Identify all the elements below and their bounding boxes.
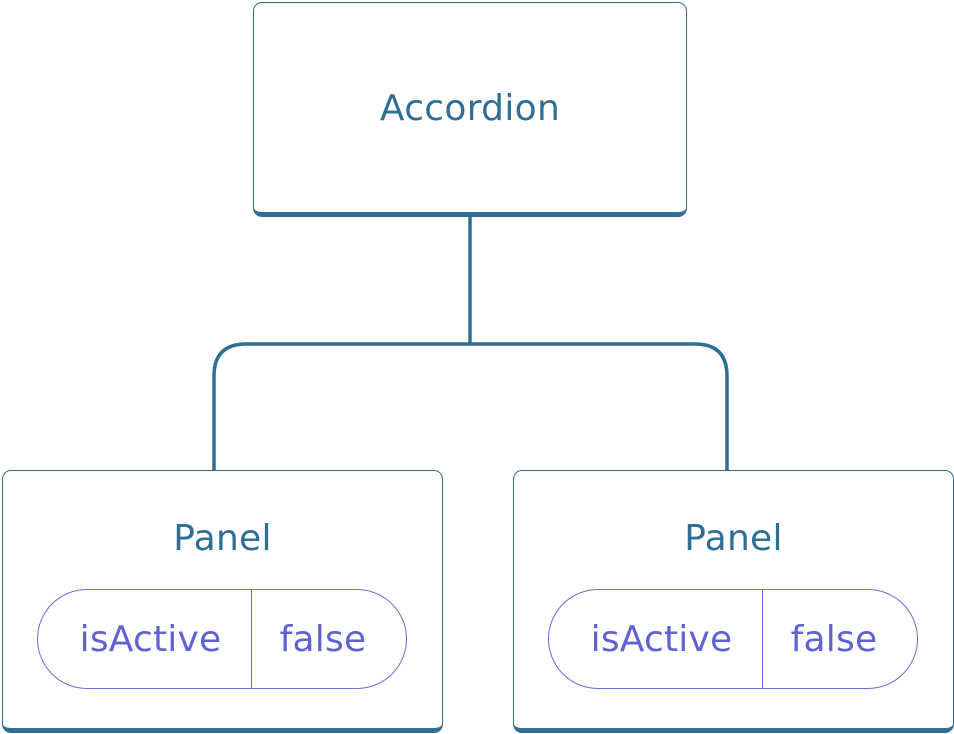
state-key: isActive	[549, 590, 763, 688]
panel-node-left: Panel isActive false	[2, 470, 443, 733]
state-pill: isActive false	[37, 589, 407, 689]
panel-node-label: Panel	[173, 518, 272, 559]
state-key: isActive	[38, 590, 252, 688]
state-value: false	[279, 618, 367, 660]
branch-connector-line	[212, 342, 729, 470]
panel-node-right: Panel isActive false	[513, 470, 954, 733]
accordion-node: Accordion	[253, 2, 687, 217]
state-value: false	[790, 618, 878, 660]
panel-node-label: Panel	[684, 518, 783, 559]
accordion-node-label: Accordion	[379, 88, 561, 129]
state-pill: isActive false	[548, 589, 918, 689]
